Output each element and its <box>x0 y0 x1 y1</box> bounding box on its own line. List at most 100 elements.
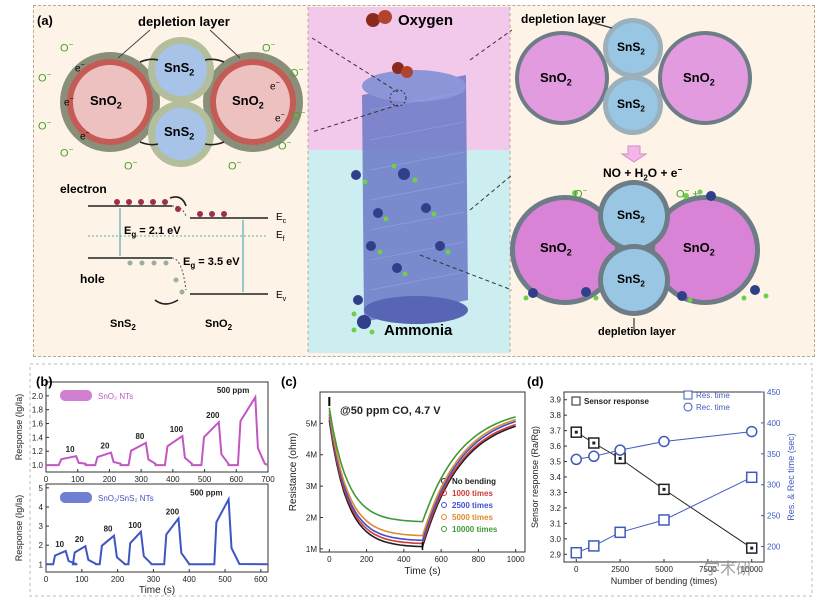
panel-b-xtick-label: 300 <box>134 475 148 484</box>
panel-d-legend-marker-1 <box>683 390 693 400</box>
panel-b-xtick-label: 200 <box>103 475 117 484</box>
panel-b-concentration-label: 200 <box>166 507 180 516</box>
electron-symbol-5: e− <box>275 112 285 125</box>
panel-b-ytick-label: 3 <box>39 522 44 531</box>
panel-c-legend-marker-2 <box>441 502 447 508</box>
panel-b-xtick-label: 100 <box>71 475 85 484</box>
panel-b-concentration-label: 100 <box>128 521 142 530</box>
panel-b-ytick-label: 1.2 <box>32 447 44 456</box>
panel-d-xtick-label: 10000 <box>741 565 764 574</box>
panel-b-plot-frame-1 <box>45 483 269 573</box>
panel-c-ytick-label: 2M <box>306 513 317 522</box>
panel-b-xtick-label: 400 <box>166 475 180 484</box>
panel-b-concentration-label: 20 <box>101 442 110 451</box>
panel-c-legend-marker-3 <box>441 514 447 520</box>
panel-d-y2label: Res. & Rec time (sec) <box>786 433 796 521</box>
oxygen-ion-6: O− <box>228 158 242 173</box>
watermark: 学术研 <box>704 561 753 578</box>
panel-c-legend-label-2: 2500 times <box>452 501 493 510</box>
panel-b-ytick-label: 1.6 <box>32 420 44 429</box>
sno2-upper-left <box>519 35 605 121</box>
panel-d-point-response-dot <box>662 487 666 491</box>
panel-b-concentration-label: 10 <box>66 445 75 454</box>
sno2-label-lower-right: SnO2 <box>683 240 715 258</box>
panel-c-legend-label-1: 1000 times <box>452 489 493 498</box>
sns2-lower-top <box>603 185 665 247</box>
oxygen-ion-7: O− <box>290 65 304 80</box>
panel-d-ytick-label: 3.9 <box>550 396 562 405</box>
electron-label: electron <box>60 182 107 196</box>
panel-b-response-line-1 <box>46 495 269 566</box>
sns2-bottom-label: SnS2 <box>110 318 136 333</box>
panel-d-ylabel: Sensor response (Ra/Rg) <box>530 426 540 528</box>
panel-c-ylabel: Resistance (ohm) <box>288 433 299 511</box>
oxygen-ion-9: O− <box>278 138 292 153</box>
sns2-label-lower-top: SnS2 <box>617 208 645 225</box>
panel-b-concentration-label: 20 <box>75 535 84 544</box>
panel-d-point-res <box>745 471 758 484</box>
sns2-upper-bottom <box>608 80 658 130</box>
panel-d-ytick-label: 3.0 <box>550 535 562 544</box>
panel-b-xtick-label: 300 <box>147 575 161 584</box>
panel-d-y2tick-label: 200 <box>767 543 781 552</box>
panel-c-ytick-label: 4M <box>306 451 317 460</box>
panel-d-legend-marker-2 <box>683 402 693 412</box>
oxygen-ion-10: O− <box>262 40 276 55</box>
ef-label: Ef <box>276 230 285 243</box>
panel-b-xtick-label: 100 <box>75 575 89 584</box>
panel-d-y2tick-label: 300 <box>767 481 781 490</box>
ammonia-molecules <box>351 168 445 329</box>
panel-d-ytick-label: 3.7 <box>550 427 562 436</box>
panel-d-ytick-label: 3.5 <box>550 458 562 467</box>
panel-a-figure <box>60 7 769 353</box>
panel-d-point-response-dot <box>592 441 596 445</box>
panel-d-point-rec <box>570 453 583 466</box>
panel-c-xlabel: Time (s) <box>404 566 440 577</box>
sno2-lower-right <box>655 200 755 300</box>
panel-d-xlabel: Number of bending (times) <box>611 576 718 586</box>
oxygen-ion-8: O− <box>292 108 306 123</box>
panel-d-ytick-label: 3.8 <box>550 411 562 420</box>
sns2-label-top: SnS2 <box>164 60 195 78</box>
panel-c-legend-label-4: 10000 times <box>452 525 498 534</box>
panel-c-series-line-2 <box>328 413 516 542</box>
panel-c-series-line-3 <box>328 410 516 537</box>
panel-b-legend-swatch-0 <box>60 390 92 401</box>
panel-b-concentration-label: 500 ppm <box>217 386 249 395</box>
panel-c-xtick-label: 0 <box>327 555 332 564</box>
electron-symbol-4: e− <box>270 80 280 93</box>
panel-d-legend-marker-0 <box>571 396 581 406</box>
sns2-label-upper-top: SnS2 <box>617 40 645 57</box>
panel-c-ytick-label: 3M <box>306 482 317 491</box>
panel-b-concentration-label: 80 <box>135 432 144 441</box>
panel-b-xtick-label: 500 <box>198 475 212 484</box>
panel-b-concentration-label: 100 <box>170 425 184 434</box>
panel-d-point-res <box>588 540 600 552</box>
sno2-label-upper-left: SnO2 <box>540 70 572 88</box>
panel-b-ytick-label: 1.8 <box>32 406 44 415</box>
panel-d-point-res <box>614 526 626 539</box>
sns2-top-core <box>155 44 207 96</box>
sno2-label-lower-left: SnO2 <box>540 240 572 258</box>
ammonia-label: Ammonia <box>384 322 453 339</box>
panel-d-point-rec <box>658 435 670 448</box>
sns2-upper-top <box>608 23 658 73</box>
sno2-lower-left <box>515 200 615 300</box>
panel-d-xtick-label: 2500 <box>611 565 629 574</box>
panel-d-legend-label-2: Rec. time <box>696 403 730 412</box>
panel-d-point-rec <box>745 425 758 438</box>
panel-b-concentration-label: 500 ppm <box>190 488 222 497</box>
panel-d-point-response-dot <box>574 430 578 434</box>
panel-b-label: (b) <box>36 374 53 389</box>
panel-d-y2tick-label: 400 <box>767 419 781 428</box>
panel-b-plot-frame-0 <box>45 381 269 473</box>
panel-c-title: @50 ppm CO, 4.7 V <box>340 405 441 417</box>
oxygen-ion-3: O− <box>38 118 52 133</box>
panel-d-ytick-label: 3.1 <box>550 519 562 528</box>
panel-d-ytick-label: 3.6 <box>550 442 562 451</box>
panel-c-xtick-label: 800 <box>472 555 486 564</box>
sns2-bottom-core <box>155 108 207 160</box>
oxygen-ion-right-2: O− + <box>676 186 699 201</box>
sns2-label-bottom: SnS2 <box>164 124 195 142</box>
panel-d-ytick-label: 3.2 <box>550 504 562 513</box>
